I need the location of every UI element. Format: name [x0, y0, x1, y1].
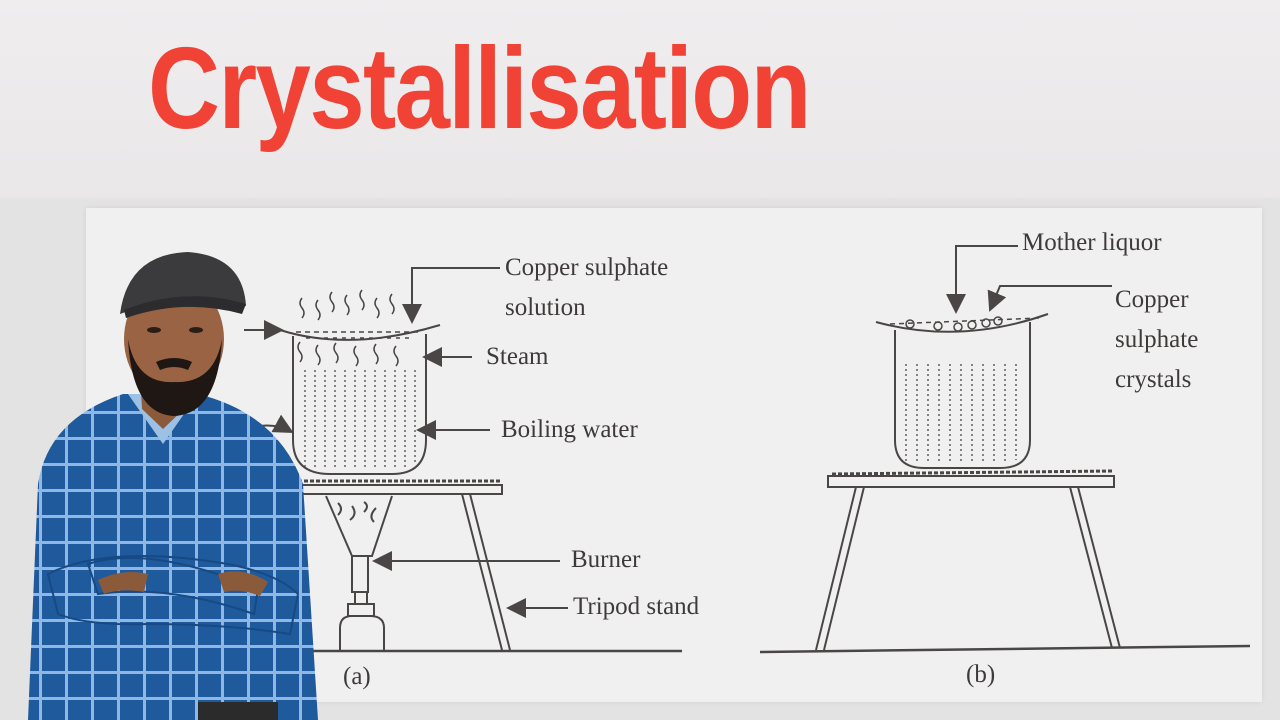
diagram-b-apparatus: [759, 245, 1251, 654]
label-tripod-stand: Tripod stand: [573, 593, 700, 620]
label-burner: Burner: [571, 546, 641, 573]
label-steam: Steam: [486, 343, 549, 370]
caption-a: (a): [343, 663, 371, 690]
presenter-photo: [28, 252, 318, 720]
label-copper-sulphate-crystals: Copper sulphate crystals: [1115, 286, 1199, 393]
diagram-a-apparatus: [243, 267, 682, 653]
label-mother-liquor: Mother liquor: [1022, 229, 1162, 256]
label-boiling-water: Boiling water: [501, 416, 638, 443]
label-copper-sulphate-solution: Copper sulphate solution: [505, 254, 669, 321]
caption-b: (b): [966, 661, 996, 688]
header-band: [0, 0, 1280, 205]
page-title: Crystallisation: [148, 23, 811, 153]
